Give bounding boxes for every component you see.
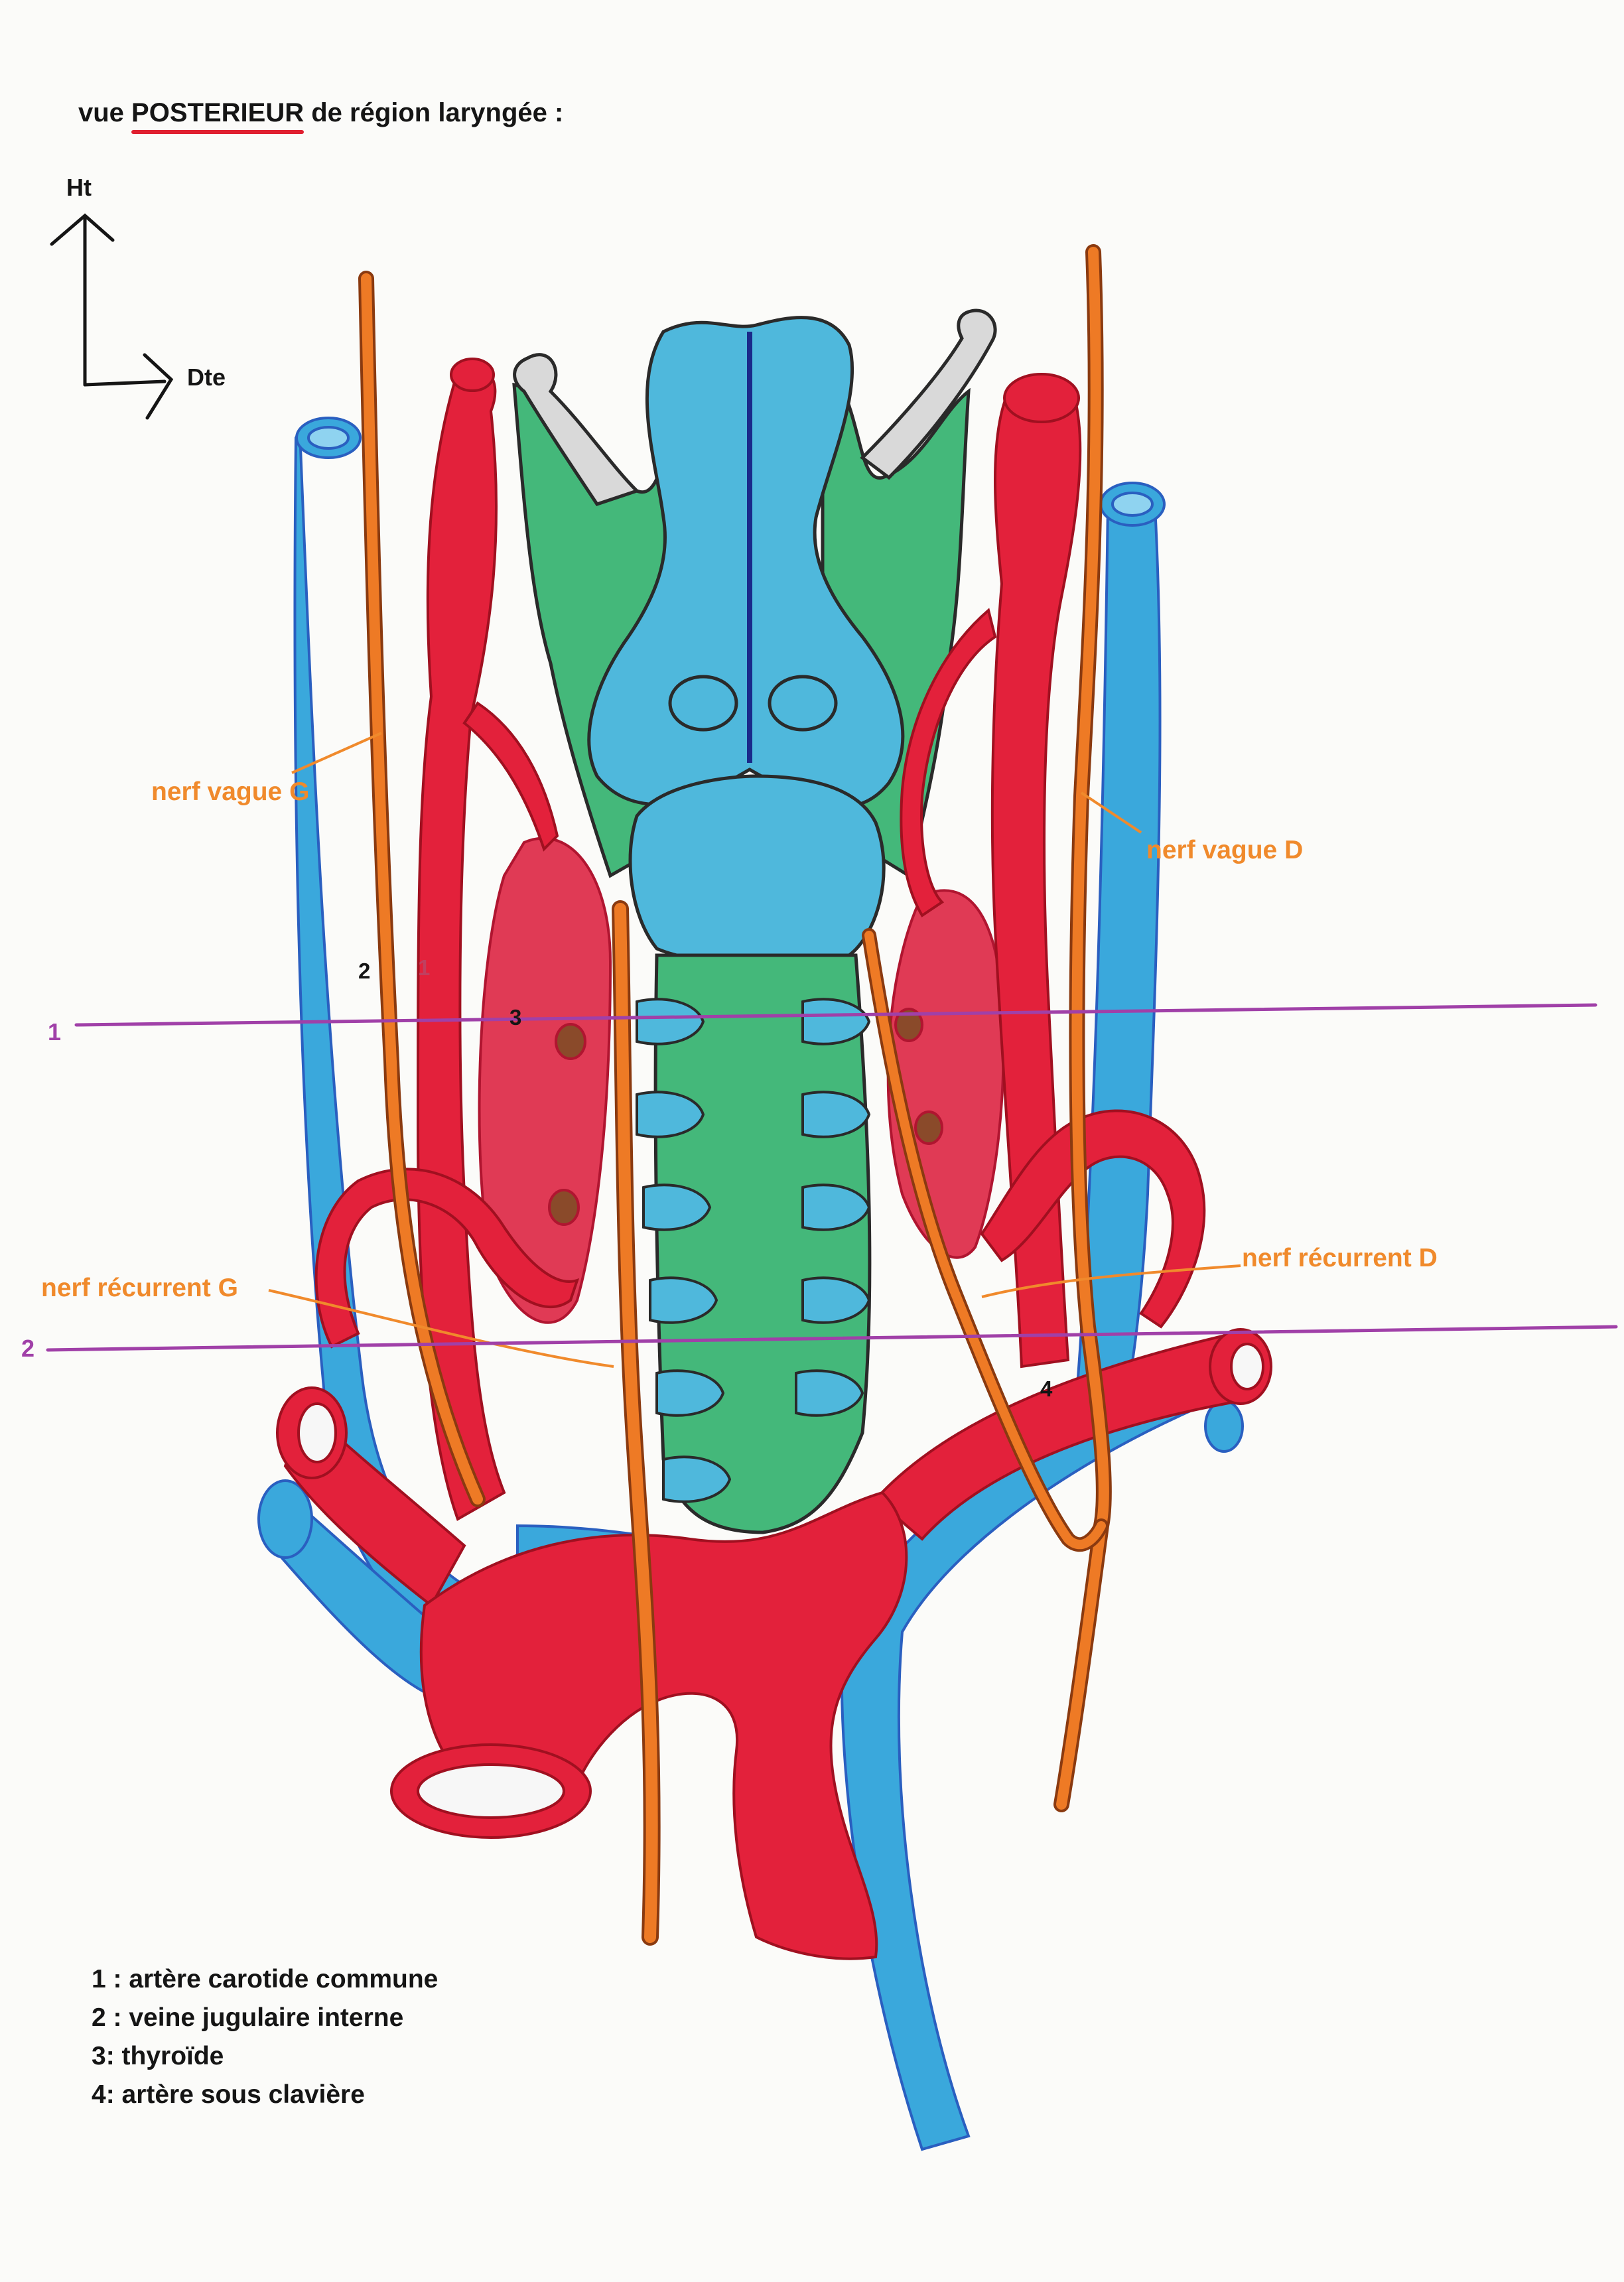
leader-nerf-recurrent-d xyxy=(981,1264,1241,1298)
title-prefix: vue xyxy=(78,98,132,127)
right-common-carotid xyxy=(990,381,1082,1369)
legend-item: 4: artère sous clavière xyxy=(92,2080,365,2109)
superior-horn-right xyxy=(860,308,997,480)
orientation-arrows xyxy=(50,213,174,420)
cut-line-2 xyxy=(46,1325,1618,1352)
axis-label-up: Ht xyxy=(66,174,92,201)
arteries xyxy=(276,358,1272,1960)
marker-3: 3 xyxy=(509,1005,522,1030)
right-arrow-shaft xyxy=(83,379,167,387)
tracheal-rings xyxy=(636,998,871,1503)
label-nerf-recurrent-d: nerf récurrent D xyxy=(1242,1244,1438,1272)
cut-line-1-label: 1 xyxy=(48,1018,62,1045)
right-vagus-nerve xyxy=(1056,247,1109,1810)
parathyroid-1 xyxy=(555,1023,586,1060)
ring-left-6 xyxy=(662,1455,732,1503)
left-subclavian-lumen xyxy=(297,1402,337,1463)
right-brachiocephalic-opening xyxy=(1204,1400,1244,1453)
nerves xyxy=(358,244,1112,1946)
leader-nerf-recurrent-g xyxy=(268,1289,614,1368)
aorta-lumen xyxy=(417,1763,565,1819)
left-recurrent-nerve xyxy=(614,903,658,1943)
leader-lines xyxy=(268,732,1241,1368)
cut-line-1 xyxy=(74,1003,1597,1027)
left-superior-thyroid-artery xyxy=(462,701,559,852)
ring-left-2 xyxy=(636,1091,705,1138)
parathyroid-3 xyxy=(894,1008,923,1042)
cricoid-cartilage xyxy=(628,774,886,967)
legend-item: 1 : artère carotide commune xyxy=(92,1965,439,1993)
up-arrow-head xyxy=(50,213,115,246)
right-jugular-lumen xyxy=(1111,492,1154,517)
ring-left-5 xyxy=(655,1369,725,1417)
left-vagus-nerve xyxy=(361,273,483,1505)
arytenoid-left xyxy=(668,675,738,732)
cut-line-2-label: 2 xyxy=(21,1335,35,1362)
ring-right-3 xyxy=(801,1183,871,1231)
ring-left-1 xyxy=(636,998,705,1045)
left-subclavian-vein-opening xyxy=(257,1479,313,1559)
marker-1: 1 xyxy=(418,955,431,980)
axis-label-right: Dte xyxy=(187,364,226,391)
thyroid-right-lobe xyxy=(886,889,1005,1259)
label-nerf-recurrent-g: nerf récurrent G xyxy=(41,1274,238,1302)
right-arrow-head xyxy=(143,353,174,420)
marker-4: 4 xyxy=(1040,1376,1053,1401)
page-title: vue POSTERIEUR de région laryngée : xyxy=(78,98,563,128)
legend: 1 : artère carotide commune 2 : veine ju… xyxy=(92,1960,438,2114)
legend-item: 2 : veine jugulaire interne xyxy=(92,2003,404,2032)
ring-right-1 xyxy=(801,998,871,1045)
right-subclavian-lumen xyxy=(1230,1343,1264,1390)
cut-lines xyxy=(46,1003,1618,1352)
aortic-arch xyxy=(419,1491,908,1960)
superior-horn-left xyxy=(513,353,640,506)
ring-right-2 xyxy=(801,1091,871,1138)
left-carotid-opening xyxy=(450,358,495,392)
right-carotid-opening xyxy=(1003,373,1080,423)
left-common-carotid xyxy=(416,366,506,1521)
ring-right-5 xyxy=(795,1369,864,1417)
arytenoid-right xyxy=(768,675,838,732)
thyroid xyxy=(478,837,1005,1324)
parathyroid-2 xyxy=(548,1189,580,1226)
left-inferior-thyroid-loop xyxy=(314,1168,580,1349)
leader-nerf-vague-g xyxy=(291,732,382,774)
legend-item: 3: thyroïde xyxy=(92,2042,224,2070)
marker-2: 2 xyxy=(358,959,371,983)
right-superior-thyroid-artery xyxy=(900,608,997,917)
leader-nerf-vague-d xyxy=(1080,791,1142,834)
larynx xyxy=(512,308,997,1534)
ring-right-4 xyxy=(801,1276,871,1324)
left-jugular-lumen xyxy=(307,426,350,450)
ring-left-3 xyxy=(642,1183,712,1231)
parathyroid-4 xyxy=(914,1110,943,1145)
ring-left-4 xyxy=(649,1276,718,1324)
right-subclavian-artery xyxy=(874,1331,1249,1541)
label-nerf-vague-d: nerf vague D xyxy=(1146,836,1304,864)
title-emphasis: POSTERIEUR xyxy=(131,98,304,127)
title-suffix: de région laryngée : xyxy=(304,98,564,127)
label-nerf-vague-g: nerf vague G xyxy=(151,777,310,806)
